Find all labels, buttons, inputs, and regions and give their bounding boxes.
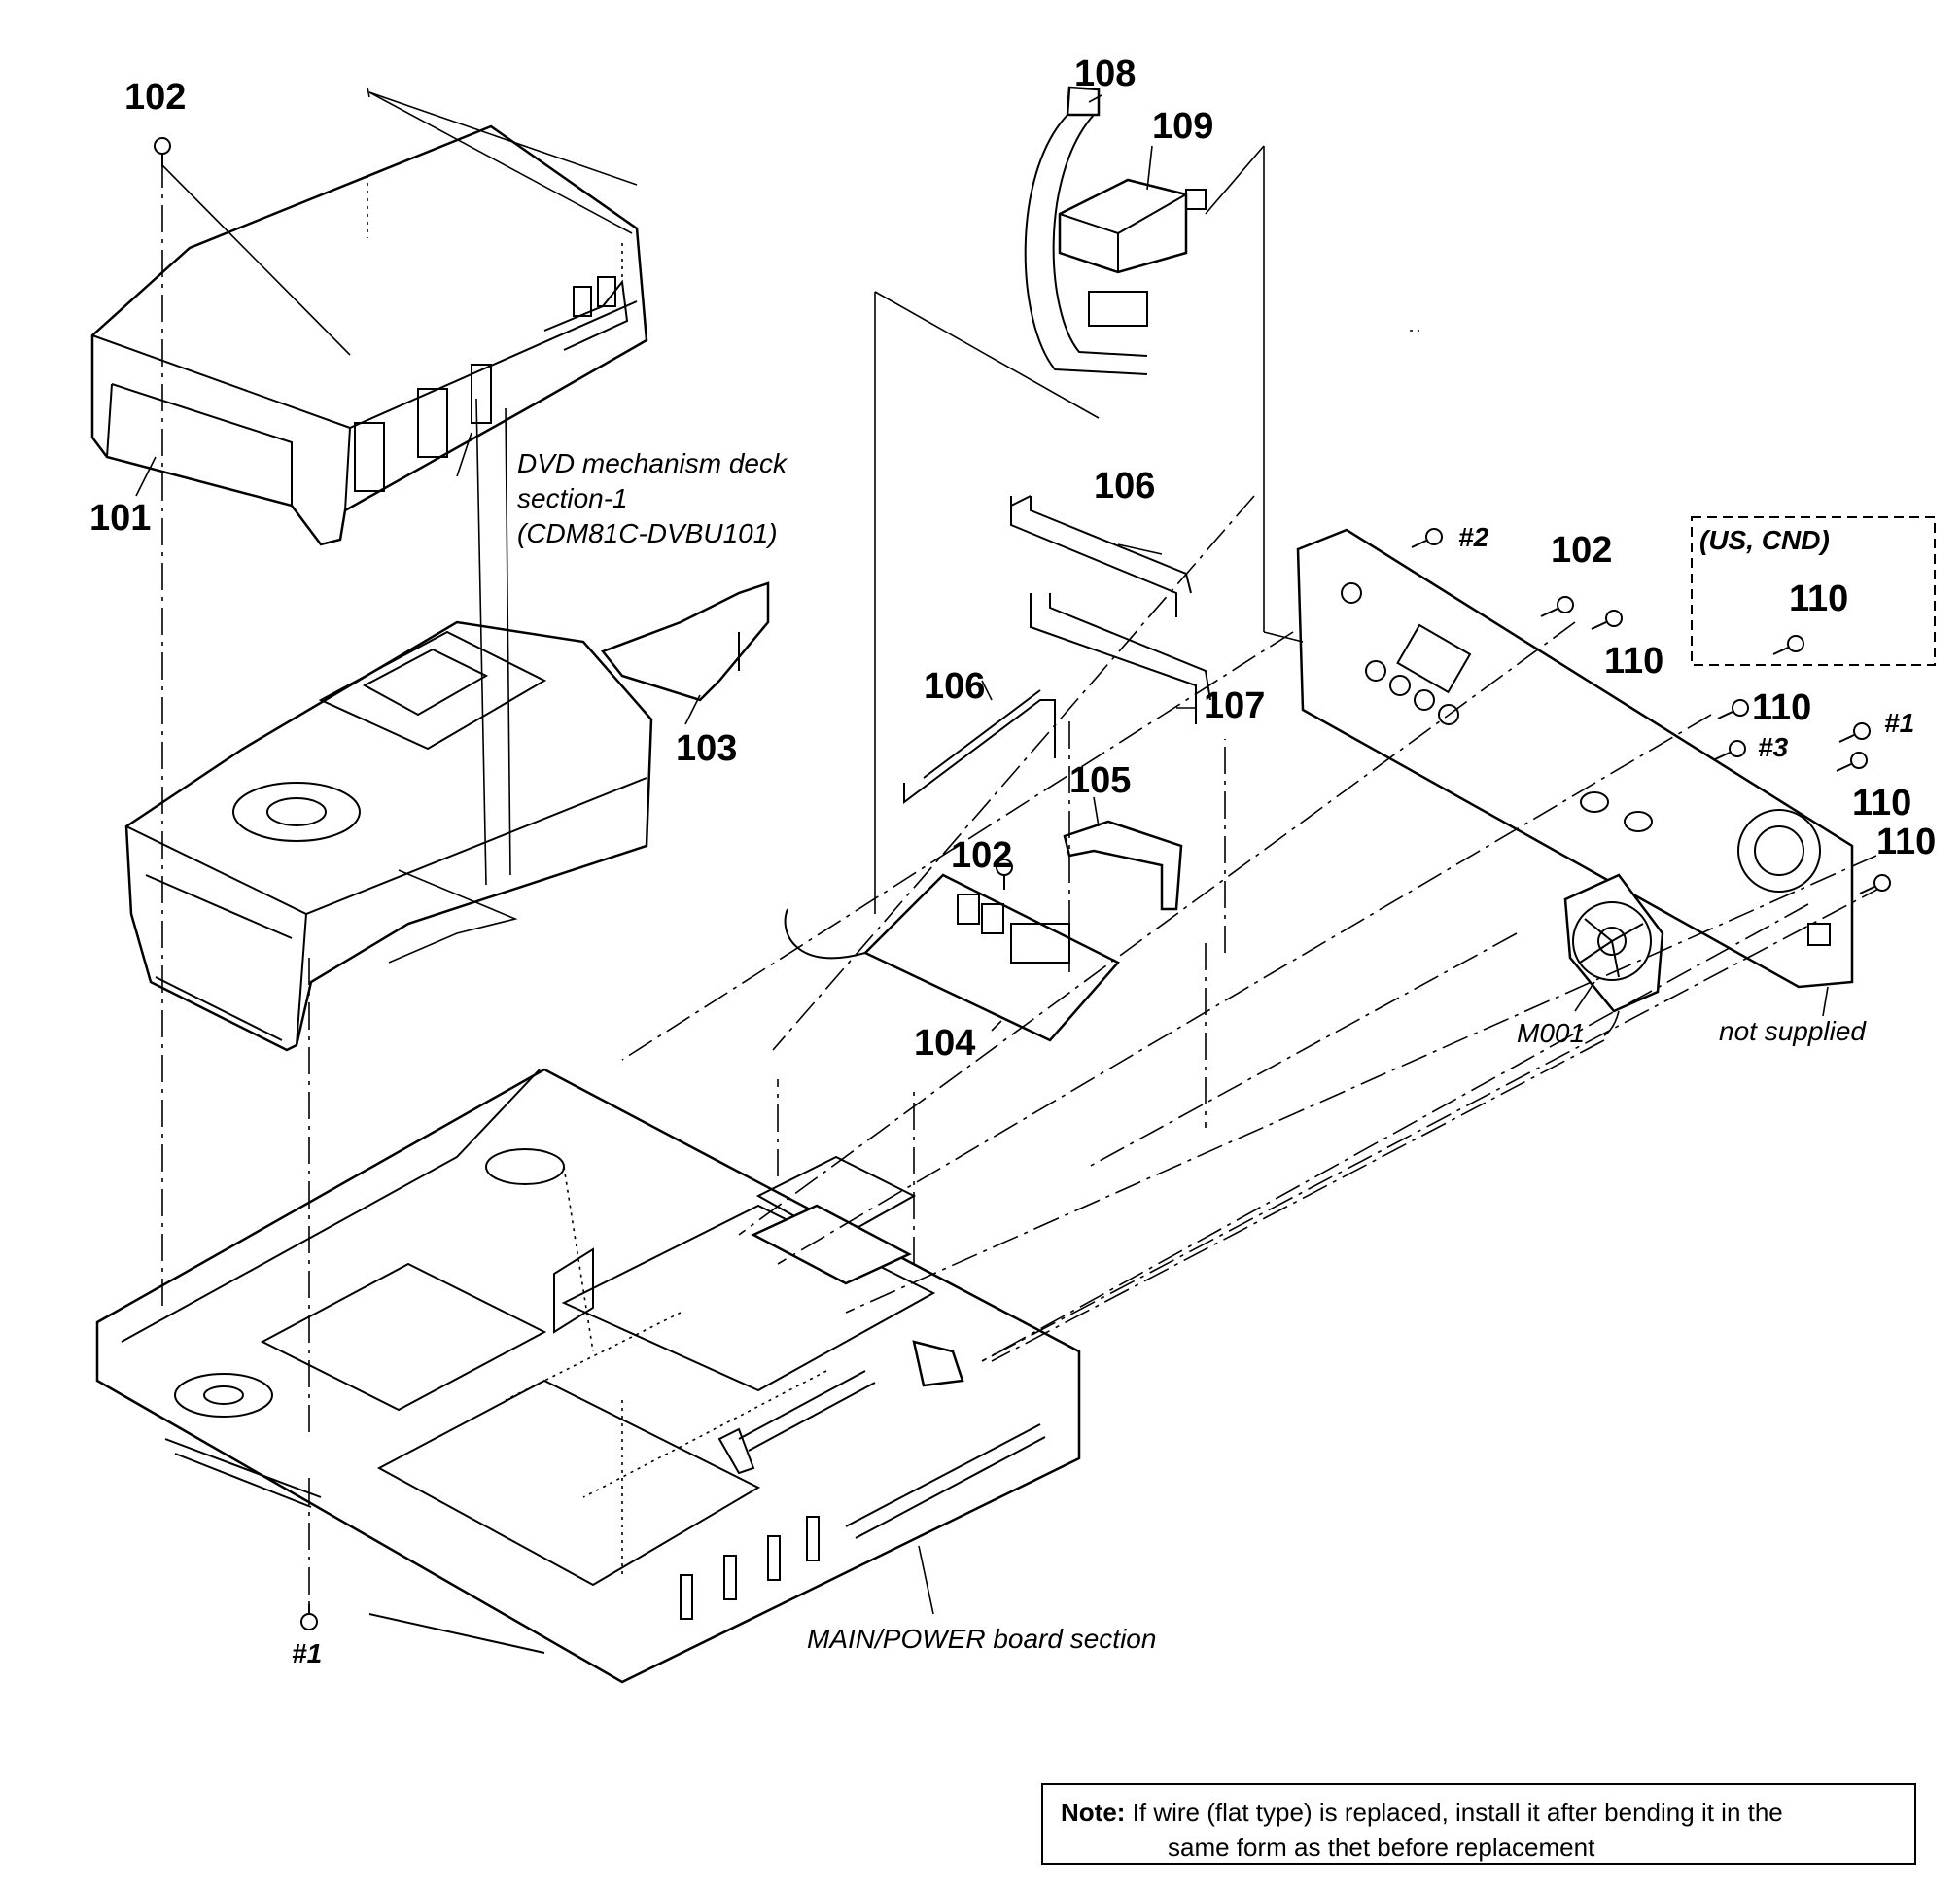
module-109 [1058, 178, 1207, 327]
fan-m001 [1563, 873, 1664, 1036]
screw-1-right-icon [1838, 722, 1871, 743]
label-not-supplied: not supplied [1719, 1016, 1867, 1046]
note-heading: Note: [1061, 1798, 1126, 1827]
callout-screw-1-right: #1 [1884, 708, 1914, 738]
screws [154, 137, 1891, 1630]
label-m001: M001 [1517, 1018, 1585, 1048]
screw-110-b-icon [1717, 699, 1749, 719]
callout-110-c: 110 [1852, 783, 1911, 824]
assembly-lines [161, 87, 1887, 1604]
screw-2-icon [1411, 528, 1443, 548]
callout-106-mid: 106 [924, 666, 985, 707]
screw-1-bottom-icon [300, 1604, 318, 1630]
label-region: (US, CND) [1699, 525, 1830, 555]
label-dvd-deck-line3: (CDM81C-DVBU101) [517, 518, 778, 548]
screw-110-d-icon [1859, 874, 1891, 894]
callout-102-top: 102 [124, 77, 186, 118]
screw-102-right-icon [1540, 596, 1574, 617]
callout-103: 103 [676, 728, 737, 769]
callout-screw-1-bottom: #1 [292, 1638, 322, 1668]
dvd-mechanism-deck [124, 620, 653, 1052]
callout-110-b: 110 [1752, 687, 1811, 728]
callout-101: 101 [89, 498, 151, 539]
screw-110-e-icon [1772, 635, 1804, 655]
screw-110-c-icon [1836, 752, 1868, 772]
callout-107: 107 [1204, 685, 1265, 726]
screw-102-mid-icon [996, 859, 1013, 890]
callout-110-d: 110 [1876, 822, 1936, 862]
callout-106-top: 106 [1094, 466, 1155, 507]
top-cover-101 [90, 124, 648, 546]
flat-wire-106-top [1010, 495, 1192, 617]
label-dvd-deck-line2: section-1 [517, 483, 628, 513]
callout-screw-2: #2 [1458, 522, 1489, 552]
flat-wire-108 [1024, 86, 1148, 375]
screw-110-a-icon [1591, 610, 1623, 630]
flat-wire-106-mid [903, 689, 1056, 804]
screw-3-icon [1714, 740, 1746, 760]
callout-108: 108 [1074, 53, 1136, 94]
callout-screw-3: #3 [1758, 732, 1789, 762]
callout-102-mid: 102 [951, 835, 1012, 876]
rear-panel [1296, 528, 1854, 989]
flat-wire-103 [600, 581, 770, 702]
callout-102-right: 102 [1551, 530, 1612, 571]
note-line1: If wire (flat type) is replaced, install… [1132, 1798, 1783, 1827]
flat-wire-107 [1030, 593, 1211, 724]
callout-leaders [135, 94, 1829, 1615]
callout-110-a: 110 [1604, 641, 1663, 682]
board-104 [784, 873, 1121, 1042]
note-box: Note: If wire (flat type) is replaced, i… [1041, 1783, 1916, 1865]
callout-109: 109 [1152, 106, 1213, 147]
note-line2: same form as thet before replacement [1168, 1833, 1595, 1862]
callout-104: 104 [914, 1023, 975, 1064]
callout-110-region: 110 [1789, 578, 1848, 619]
label-dvd-deck-line1: DVD mechanism deck [517, 448, 788, 478]
region-box [1691, 516, 1936, 666]
label-main-power-section: MAIN/POWER board section [807, 1624, 1156, 1654]
main-chassis [95, 1068, 1081, 1684]
screw-102-top-icon [154, 137, 171, 167]
flat-wire-105 [1063, 820, 1183, 911]
callout-105: 105 [1069, 760, 1131, 801]
